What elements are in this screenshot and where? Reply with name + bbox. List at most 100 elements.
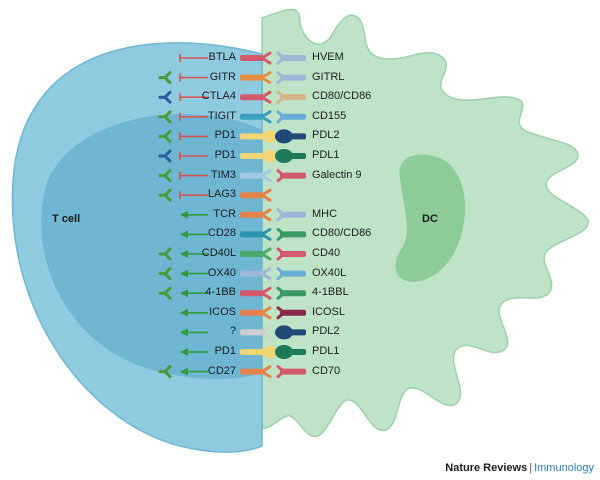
receptor-pair (240, 267, 306, 281)
receptor-glyph (240, 349, 264, 355)
receptor-glyph (240, 270, 264, 277)
stimulation-arrow (180, 210, 208, 219)
receptor-pair (240, 365, 306, 379)
receptor-glyph (240, 231, 264, 238)
receptor-pair (240, 247, 306, 261)
receptor-head (260, 325, 272, 339)
journal-credit: Nature Reviews|Immunology (445, 462, 594, 474)
ligand-glyph (280, 368, 306, 375)
receptor-head (260, 286, 272, 300)
ligand-glyph (280, 55, 306, 61)
receptor-glyph (240, 172, 264, 179)
ligand-label-cd40: CD40 (312, 247, 341, 259)
ligand-head (276, 90, 286, 104)
receptor-glyph (240, 94, 264, 101)
receptor-label-ox40: OX40 (207, 266, 236, 279)
receptor-label-tcr: TCR (213, 207, 236, 220)
ligand-head (275, 345, 293, 359)
ligand-label-cd155: CD155 (312, 109, 347, 122)
receptor-pair (240, 208, 306, 222)
ligand-glyph (280, 113, 306, 120)
receptor-pair (240, 149, 306, 163)
ligand-label-icosl: ICOSL (312, 305, 346, 318)
receptor-pair (240, 188, 272, 202)
receptor-label-pd1: PD1 (214, 149, 236, 161)
ligand-head (276, 267, 286, 281)
receptor-pair (240, 227, 306, 241)
ligand-glyph (280, 231, 306, 238)
receptor-pair (240, 90, 306, 104)
ligand-label-cd70: CD70 (312, 364, 341, 377)
stimulation-arrow (180, 230, 208, 239)
receptor-label-4-1bb: 4-1BB (205, 286, 236, 299)
antibody-icon (158, 286, 172, 300)
dc-label: DC (422, 213, 438, 225)
stimulation-arrow (180, 269, 208, 278)
inhibition-marker (179, 112, 208, 121)
antibody-icon (158, 247, 172, 261)
ligand-label-hvem: HVEM (312, 51, 344, 63)
ligand-head (276, 227, 286, 241)
receptor-head (262, 150, 278, 162)
stimulation-arrow (180, 367, 208, 376)
receptor-label-cd27: CD27 (207, 364, 236, 377)
ligand-glyph (280, 172, 306, 179)
dendritic-cell (261, 8, 589, 438)
receptor-head (260, 110, 272, 124)
ligand-glyph (280, 270, 306, 277)
stimulation-arrow (180, 289, 208, 298)
receptor-label-ctla4: CTLA4 (201, 90, 236, 103)
ligand-label-cd80-cd86: CD80/CD86 (312, 90, 372, 103)
antibody-icon (158, 90, 172, 104)
receptor-pair (240, 71, 306, 85)
stimulation-arrow (180, 348, 208, 356)
receptor-glyph (240, 368, 264, 375)
receptor-glyph (240, 113, 264, 120)
receptor-pair (240, 345, 306, 359)
inhibition-marker (179, 54, 208, 62)
receptor-glyph (240, 192, 264, 199)
ligand-label-pdl2: PDL2 (312, 325, 340, 338)
receptor-label-cd40l: CD40L (201, 247, 236, 259)
receptor-label-pd1: PD1 (214, 129, 236, 142)
receptor-head (260, 90, 272, 104)
brand-name: Nature Reviews (445, 462, 528, 474)
receptor-glyph (240, 251, 264, 257)
inhibition-marker (179, 132, 208, 141)
receptor-pair (240, 110, 306, 124)
receptor-head (260, 247, 272, 261)
stimulation-arrow (180, 308, 208, 317)
antibody-icon (158, 169, 172, 183)
antibody-icon (158, 267, 172, 281)
ligand-head (276, 365, 286, 379)
ligand-head (276, 306, 286, 320)
ligand-glyph (280, 94, 306, 101)
receptor-head (262, 130, 278, 143)
receptor-head (260, 227, 272, 241)
t-cell-label: T cell (52, 213, 81, 225)
ligand-glyph (280, 211, 306, 218)
ligand-label-4-1bbl: 4-1BBL (312, 286, 349, 299)
ligand-head (276, 169, 286, 183)
antibody-icon (158, 71, 172, 85)
stimulation-arrow (180, 250, 208, 258)
receptor-pair (240, 286, 306, 300)
ligand-label-mhc: MHC (312, 207, 338, 220)
inhibition-marker (179, 191, 208, 200)
receptor-head (260, 267, 272, 281)
ligand-label-gitrl: GITRL (312, 70, 345, 83)
ligand-glyph (280, 290, 306, 297)
ligand-label-galectin-9: Galectin 9 (312, 168, 362, 181)
journal-name: Immunology (534, 462, 594, 474)
ligand-label-ox40l: OX40L (312, 266, 347, 279)
receptor-label-icos: ICOS (209, 305, 236, 318)
receptor-glyph (240, 309, 264, 316)
receptor-head (260, 208, 272, 222)
receptor-glyph (240, 329, 264, 336)
ligand-label-pdl2: PDL2 (312, 129, 340, 142)
receptor-pair (240, 129, 306, 144)
receptor-label-lag3: LAG3 (207, 188, 236, 201)
ligand-label-cd80-cd86: CD80/CD86 (312, 227, 372, 240)
ligand-head (275, 149, 293, 163)
ligand-head (275, 129, 293, 144)
